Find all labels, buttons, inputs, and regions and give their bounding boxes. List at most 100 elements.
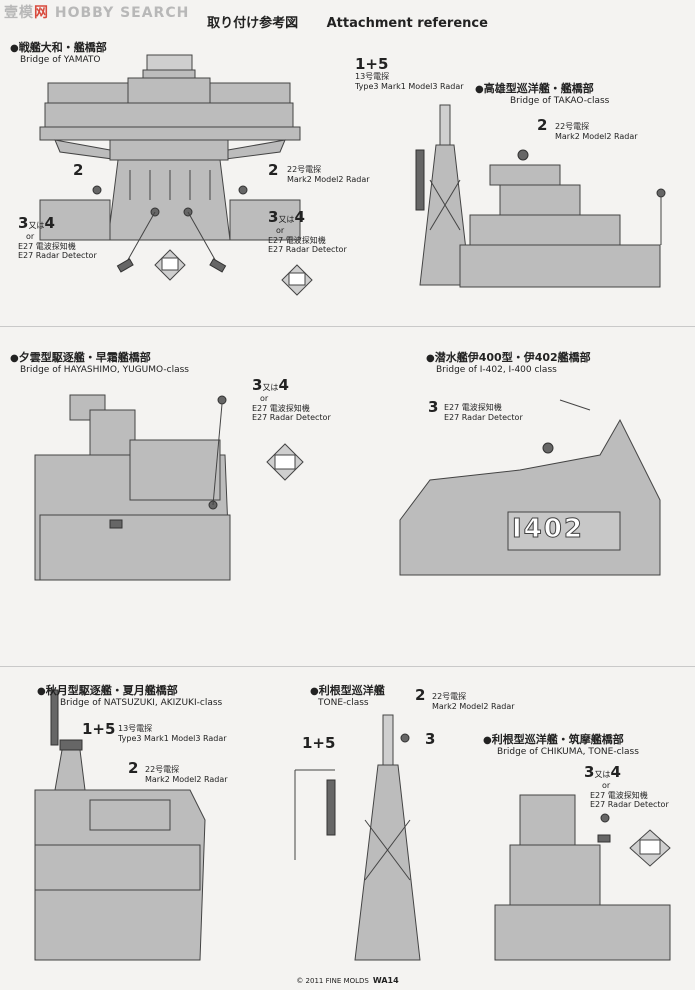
tone-title-jp: 利根型巡洋艦 <box>318 684 385 697</box>
logo-part1: 壹模 <box>4 5 34 21</box>
i402-e27-jp: E27 電波探知機 <box>444 403 502 412</box>
i402-e27-en: E27 Radar Detector <box>444 412 523 422</box>
section-divider-1 <box>0 326 695 327</box>
page-title-jp: 取り付け参考図 <box>207 16 299 31</box>
yamato-or-r: or <box>276 226 285 235</box>
yamato-label-4: 4 <box>44 214 55 232</box>
chikuma-heading: ●利根型巡洋艦・筑摩艦橋部 <box>483 733 624 746</box>
tone-22-callout: 22号電探 Mark2 Model2 Radar <box>432 692 515 711</box>
takao-bridge-drawing <box>415 104 666 288</box>
natsuzuki-radar-jp: 22号電探 <box>145 765 180 774</box>
tone-bridge-drawing <box>294 714 421 961</box>
chikuma-e27-jp: E27 電波探知機 <box>590 790 648 800</box>
yamato-label-3: 3 <box>18 214 29 232</box>
natsuzuki-label-15: 1+5 <box>82 720 116 738</box>
hayashimo-label-4: 4 <box>278 376 289 394</box>
chikuma-label-3: 3 <box>584 763 595 781</box>
yamato-radar-callout: 22号電探 Mark2 Model2 Radar <box>287 165 370 184</box>
natsuzuki-radar-en: Mark2 Model2 Radar <box>145 774 228 784</box>
i402-hull-number: I402 <box>512 514 584 545</box>
yamato-mata-r: 又は <box>278 215 295 224</box>
i402-title-jp: 潜水艦伊400型・伊402艦橋部 <box>434 351 591 364</box>
hayashimo-e27-callout: 3又は4 or E27 電波探知機 E27 Radar Detector <box>252 375 331 423</box>
tone-heading: ●利根型巡洋艦 <box>310 684 385 697</box>
takao-radar-callout: 22号電探 Mark2 Model2 Radar <box>555 122 638 141</box>
hayashimo-or: or <box>260 394 269 403</box>
chikuma-e27-en: E27 Radar Detector <box>590 800 669 809</box>
takao-13-callout: 1+5 13号電探 Type3 Mark1 Model3 Radar <box>355 56 464 91</box>
tone-label-3: 3 <box>425 730 436 748</box>
tone-label-2: 2 <box>415 686 426 704</box>
chikuma-e27-callout: 3又は4 or E27 電波探知機 E27 Radar Detector <box>584 762 669 810</box>
site-logo: 壹模网 HOBBY SEARCH <box>4 2 189 22</box>
i402-heading: ●潜水艦伊400型・伊402艦橋部 <box>426 351 591 364</box>
page-title: 取り付け参考図 Attachment reference <box>0 12 695 31</box>
footer-copyright: © 2011 FINE MOLDS <box>296 977 369 985</box>
takao-heading: ●高雄型巡洋艦・艦橋部 <box>475 82 594 95</box>
natsuzuki-radar13-jp: 13号電探 <box>118 724 153 733</box>
chikuma-label-4: 4 <box>610 763 621 781</box>
yamato-radar-jp: 22号電探 <box>287 165 322 174</box>
chikuma-mata: 又は <box>594 770 611 779</box>
takao-radar-en: Mark2 Model2 Radar <box>555 131 638 141</box>
natsuzuki-radar13-en: Type3 Mark1 Model3 Radar <box>118 733 227 743</box>
yamato-radar-en: Mark2 Model2 Radar <box>287 174 370 184</box>
yamato-e27-jp: E27 電波探知機 <box>18 241 76 251</box>
chikuma-bridge-drawing <box>494 794 671 961</box>
hayashimo-label-3: 3 <box>252 376 263 394</box>
takao-radar13-jp: 13号電探 <box>355 72 390 81</box>
yamato-title-jp: 戦艦大和・艦橋部 <box>18 41 107 54</box>
natsuzuki-heading: ●秋月型駆逐艦・夏月艦橋部 <box>37 684 178 697</box>
yamato-e27-jp-r: E27 電波探知機 <box>268 235 326 245</box>
takao-radar-jp: 22号電探 <box>555 122 590 131</box>
hayashimo-e27-jp: E27 電波探知機 <box>252 403 310 413</box>
hayashimo-mata: 又は <box>262 383 279 392</box>
i402-e27-callout: E27 電波探知機 E27 Radar Detector <box>444 403 523 422</box>
natsuzuki-title-en: Bridge of NATSUZUKI, AKIZUKI-class <box>60 698 223 708</box>
takao-label-15: 1+5 <box>355 55 389 73</box>
yamato-label-4r: 4 <box>294 208 305 226</box>
yamato-mata: 又は <box>28 221 45 230</box>
tone-title-en: TONE-class <box>318 698 369 708</box>
tone-radar-jp: 22号電探 <box>432 692 467 701</box>
takao-title-en: Bridge of TAKAO-class <box>510 96 610 106</box>
yamato-title-en: Bridge of YAMATO <box>20 55 101 65</box>
chikuma-title-en: Bridge of CHIKUMA, TONE-class <box>497 747 639 757</box>
hayashimo-title-en: Bridge of HAYASHIMO, YUGUMO-class <box>20 365 189 375</box>
natsuzuki-13-callout: 13号電探 Type3 Mark1 Model3 Radar <box>118 724 227 743</box>
i402-label-3: 3 <box>428 398 439 416</box>
section-divider-2 <box>0 666 695 667</box>
chikuma-or: or <box>602 781 611 790</box>
page-title-en: Attachment reference <box>326 16 488 31</box>
i402-title-en: Bridge of I-402, I-400 class <box>436 365 557 375</box>
footer-code: WA14 <box>372 976 399 985</box>
i402-bridge-drawing <box>399 399 661 576</box>
yamato-e27-en-r: E27 Radar Detector <box>268 245 347 254</box>
yamato-e27-callout-left: 3又は4 or E27 電波探知機 E27 Radar Detector <box>18 213 97 261</box>
yamato-label-2-right: 2 <box>268 161 279 179</box>
yamato-heading: ●戦艦大和・艦橋部 <box>10 41 107 54</box>
tone-label-15: 1+5 <box>302 734 336 752</box>
hayashimo-title-jp: 夕雲型駆逐艦・早霜艦橋部 <box>18 351 151 364</box>
takao-label-2: 2 <box>537 116 548 134</box>
chikuma-title-jp: 利根型巡洋艦・筑摩艦橋部 <box>491 733 624 746</box>
yamato-e27-en: E27 Radar Detector <box>18 251 97 260</box>
yamato-or: or <box>26 232 35 241</box>
yamato-e27-callout-right: 3又は4 or E27 電波探知機 E27 Radar Detector <box>268 207 347 255</box>
natsuzuki-label-2: 2 <box>128 759 139 777</box>
hayashimo-bridge-drawing <box>34 394 304 581</box>
hayashimo-heading: ●夕雲型駆逐艦・早霜艦橋部 <box>10 351 151 364</box>
tone-radar-en: Mark2 Model2 Radar <box>432 701 515 711</box>
yamato-label-2-left: 2 <box>73 161 84 179</box>
logo-part3: HOBBY SEARCH <box>49 5 190 21</box>
yamato-bridge-drawing <box>39 54 313 296</box>
logo-part2: 网 <box>34 5 49 21</box>
hayashimo-e27-en: E27 Radar Detector <box>252 413 331 422</box>
takao-radar13-en: Type3 Mark1 Model3 Radar <box>355 81 464 91</box>
takao-title-jp: 高雄型巡洋艦・艦橋部 <box>483 82 594 95</box>
natsuzuki-title-jp: 秋月型駆逐艦・夏月艦橋部 <box>45 684 178 697</box>
natsuzuki-bridge-drawing <box>34 689 206 961</box>
natsuzuki-22-callout: 22号電探 Mark2 Model2 Radar <box>145 765 228 784</box>
